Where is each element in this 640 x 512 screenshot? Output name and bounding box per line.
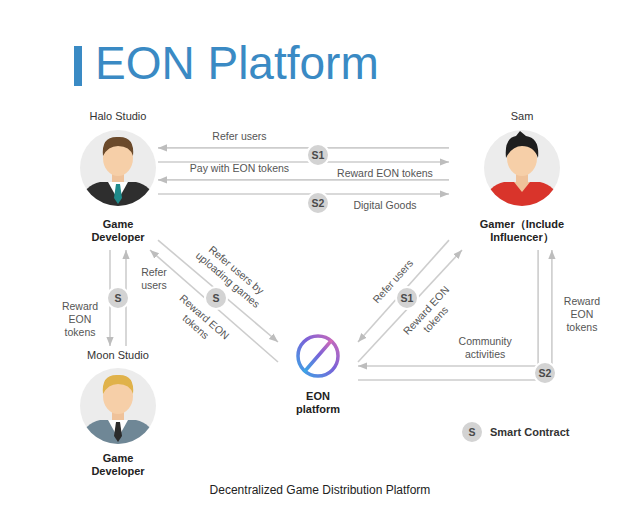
smart-contract-circles bbox=[107, 144, 556, 443]
person-node: Moon StudioGame Developer bbox=[78, 346, 158, 484]
edge-label: Reward EON tokens bbox=[58, 300, 102, 339]
edge-label: Digital Goods bbox=[340, 199, 430, 212]
edge-label: Community activities bbox=[453, 335, 517, 361]
edge-label: Refer users bbox=[204, 130, 274, 143]
caption: Decentralized Game Distribution Platform bbox=[0, 483, 640, 497]
flow-arrow bbox=[358, 250, 552, 380]
flow-arrow bbox=[158, 193, 449, 195]
developer-avatar bbox=[78, 130, 158, 214]
edge-label: Refer users bbox=[134, 266, 174, 292]
node-role: Gamer（Include Influencer） bbox=[449, 218, 595, 244]
callout-number: S1 bbox=[401, 292, 414, 304]
flow-arrow bbox=[158, 179, 449, 181]
node-heading: Sam bbox=[409, 109, 635, 123]
callout-number: S bbox=[469, 426, 476, 438]
platform-node: EON platform bbox=[278, 326, 358, 420]
node-role: EON platform bbox=[288, 390, 348, 416]
person-node: Halo StudioGame Developer bbox=[78, 126, 158, 250]
developer-avatar bbox=[78, 368, 158, 452]
edge-label: Reward EON tokens bbox=[330, 167, 440, 180]
edge-label: Pay with EON tokens bbox=[179, 162, 299, 175]
title: EON Platform bbox=[95, 38, 379, 88]
flow-arrow bbox=[358, 250, 462, 362]
gamer-avatar bbox=[482, 130, 562, 214]
flow-arrow bbox=[358, 250, 538, 366]
title-bar bbox=[74, 46, 82, 86]
node-heading: Moon Studio bbox=[38, 348, 198, 362]
edge-label: Reward EON tokens bbox=[560, 295, 604, 334]
legend-text: Smart Contract bbox=[490, 425, 569, 439]
callout-number: S2 bbox=[539, 367, 552, 379]
platform-logo bbox=[298, 336, 338, 376]
callout-number: S2 bbox=[312, 197, 325, 209]
node-role: Game Developer bbox=[86, 218, 150, 244]
callout-number: S1 bbox=[312, 149, 325, 161]
node-role: Game Developer bbox=[86, 452, 150, 478]
person-node: SamGamer（Include Influencer） bbox=[449, 126, 595, 250]
callout-number: S bbox=[115, 292, 122, 304]
callout-number: S bbox=[213, 292, 220, 304]
flow-arrow bbox=[158, 147, 449, 149]
node-heading: Halo Studio bbox=[38, 109, 198, 123]
